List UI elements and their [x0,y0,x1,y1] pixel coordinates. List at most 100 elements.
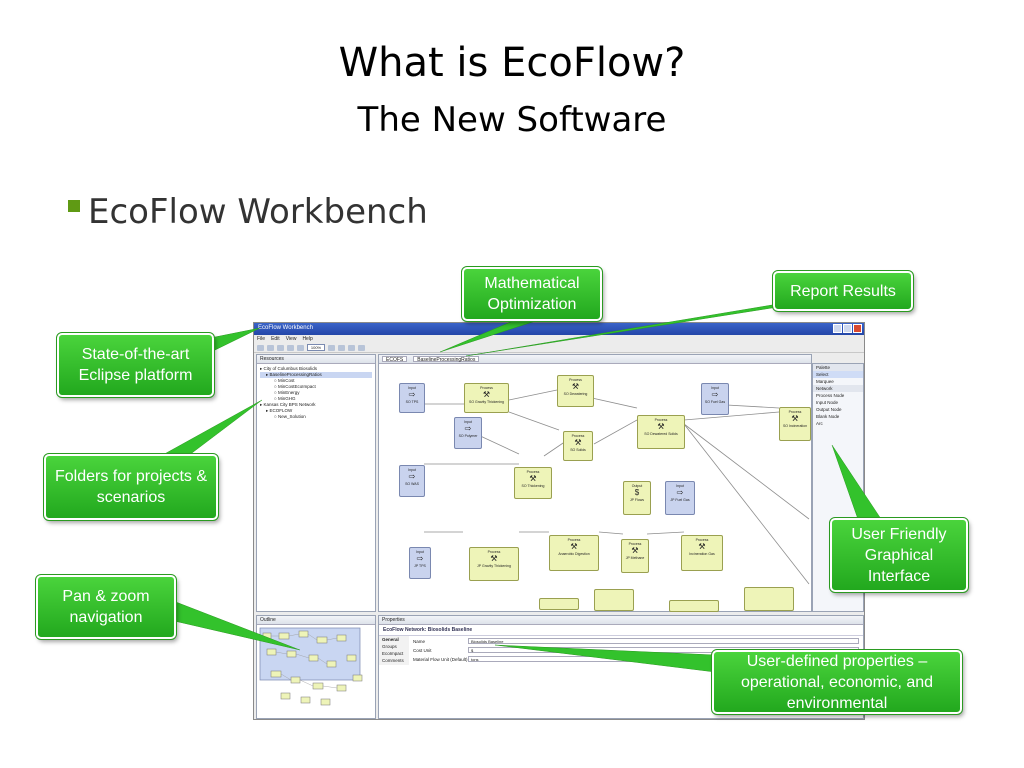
tab-properties[interactable]: Properties [382,617,405,623]
menu-file[interactable]: File [257,336,266,342]
palette-arc[interactable]: Arc [816,421,823,426]
print-icon[interactable] [277,344,284,351]
callout-panzoom: Pan & zoom navigation [35,574,177,640]
properties-tab-comments[interactable]: Comments [382,658,404,663]
tab-resources[interactable]: Resources [260,356,284,362]
outline-pane: Outline [256,615,376,719]
callout-folders: Folders for projects & scenarios [43,453,219,521]
close-icon[interactable] [853,324,862,333]
bullet-item: EcoFlow Workbench [68,192,428,232]
tools-icon: ⚒ [657,422,665,431]
network-node[interactable]: Process⚒Incineration Gas [681,535,723,571]
arrow-icon: ⇨ [711,390,719,399]
network-node[interactable] [669,600,719,612]
palette-header: Palette [813,364,863,371]
tools-icon: ⚒ [698,542,706,551]
network-node[interactable]: Process⚒Anaerobic Digestion [549,535,599,571]
outline-thumbnail[interactable] [257,625,375,717]
tree-item[interactable]: ○ New_Solution [274,414,306,419]
network-node[interactable] [594,589,634,611]
maximize-icon[interactable] [843,324,852,333]
network-node[interactable]: Process⚒JP Methane [621,539,649,573]
network-node[interactable]: Input⇨SO WAS [399,465,425,497]
network-node[interactable]: Process⚒SO Dewatering [557,375,594,407]
network-node[interactable]: Input⇨SO Fuel Gas [701,383,729,415]
align-icon[interactable] [328,344,335,351]
network-node[interactable]: Process⚒SO Thickening [514,467,552,499]
zoom-out-icon[interactable] [297,344,304,351]
zoom-select[interactable]: 100% [307,344,325,351]
arrow-icon: ⇨ [408,390,416,399]
tab-ecofs[interactable]: ECOFS [382,356,408,363]
tools-icon: ⚒ [570,542,578,551]
menu-help[interactable]: Help [302,336,313,342]
palette-marquee[interactable]: Marquee [816,379,834,384]
tab-baseline[interactable]: BaselineProcessingRatios [413,356,480,363]
palette-input-node[interactable]: Input Node [816,400,839,405]
callout-properties: User-defined properties – operational, e… [711,649,963,715]
optimize-icon[interactable] [348,344,355,351]
palette-output-node[interactable]: Output Node [816,407,842,412]
slide-subtitle: The New Software [357,100,667,140]
network-node[interactable]: Input⇨JP TPS [409,547,431,579]
network-node[interactable]: Process⚒SO Incineration [779,407,811,441]
zoom-in-icon[interactable] [287,344,294,351]
network-node[interactable]: Process⚒SO Dewatered Solids [637,415,685,449]
network-node[interactable]: Input⇨SO TPS [399,383,425,413]
callout-friendly: User Friendly Graphical Interface [829,517,969,593]
tools-icon: ⚒ [574,438,582,447]
editor-pane: ECOFS BaselineProcessingRatios [378,354,812,612]
name-label: Name [413,639,426,644]
dollar-icon: $ [634,488,640,497]
arrow-icon: ⇨ [676,488,684,497]
arrow-icon: ⇨ [408,472,416,481]
network-node[interactable]: Output$JP Flows [623,481,651,515]
network-node[interactable]: Process⚒SO Solids [563,431,593,461]
tools-icon: ⚒ [529,474,537,483]
properties-tab-ecoimpact[interactable]: EcoImpact [382,651,404,656]
properties-tab-groups[interactable]: Groups [382,644,397,649]
tab-outline[interactable]: Outline [260,617,276,623]
callout-eclipse: State-of-the-art Eclipse platform [56,332,215,398]
window-titlebar: EcoFlow Workbench [254,323,864,335]
tools-icon: ⚒ [571,382,580,391]
properties-tab-general[interactable]: General [382,637,399,642]
bullet-text: EcoFlow Workbench [88,192,428,232]
properties-header: EcoFlow Network: Biosolids Baseline [379,625,863,636]
palette-select[interactable]: Select [813,371,863,378]
tree-item[interactable]: ▸ City of Columbus Biosolids [260,366,318,371]
network-node[interactable] [744,587,794,611]
arrow-icon: ⇨ [416,554,424,563]
resources-pane: Resources ▸ City of Columbus Biosolids ▸… [256,354,376,612]
network-node[interactable]: Process⚒JP Gravity Thickening [469,547,519,581]
network-node[interactable]: Process⚒SO Gravity Thickening [464,383,509,413]
tree-item[interactable]: ○ MinGHG [274,396,296,401]
window-title: EcoFlow Workbench [258,325,313,331]
bullet-square-icon [68,200,80,212]
palette-blank-node[interactable]: Blank Node [816,414,840,419]
network-node[interactable]: Input⇨SO Polymer [454,417,482,449]
tree-item[interactable]: ▸ ECOFLOW [266,408,293,413]
new-icon[interactable] [257,344,264,351]
minimize-icon[interactable] [833,324,842,333]
tools-icon: ⚒ [482,390,491,399]
network-node[interactable] [539,598,579,610]
slide-title: What is EcoFlow? [338,40,686,86]
flow-unit-label: Material Flow Unit (Default) [413,657,468,662]
arrow-icon: ⇨ [464,424,472,433]
tree-item[interactable]: ○ MinCost [274,378,295,383]
tree-item[interactable]: ▸ Kansas City BPS Network [260,402,316,407]
name-field[interactable]: Biosolids Baseline [468,638,859,644]
report-icon[interactable] [358,344,365,351]
menubar: File Edit View Help [254,335,864,343]
tree-item[interactable]: ○ MinEnergy [274,390,300,395]
palette-process-node[interactable]: Process Node [816,393,845,398]
network-node[interactable]: Input⇨JP Fuel Gas [665,481,695,515]
distribute-icon[interactable] [338,344,345,351]
save-icon[interactable] [267,344,274,351]
tree-item[interactable]: ○ MinCostEcoImpact [274,384,316,389]
menu-edit[interactable]: Edit [271,336,280,342]
tree-item[interactable]: ▸ BaselineProcessingRatios [260,372,372,378]
menu-view[interactable]: View [285,336,297,342]
